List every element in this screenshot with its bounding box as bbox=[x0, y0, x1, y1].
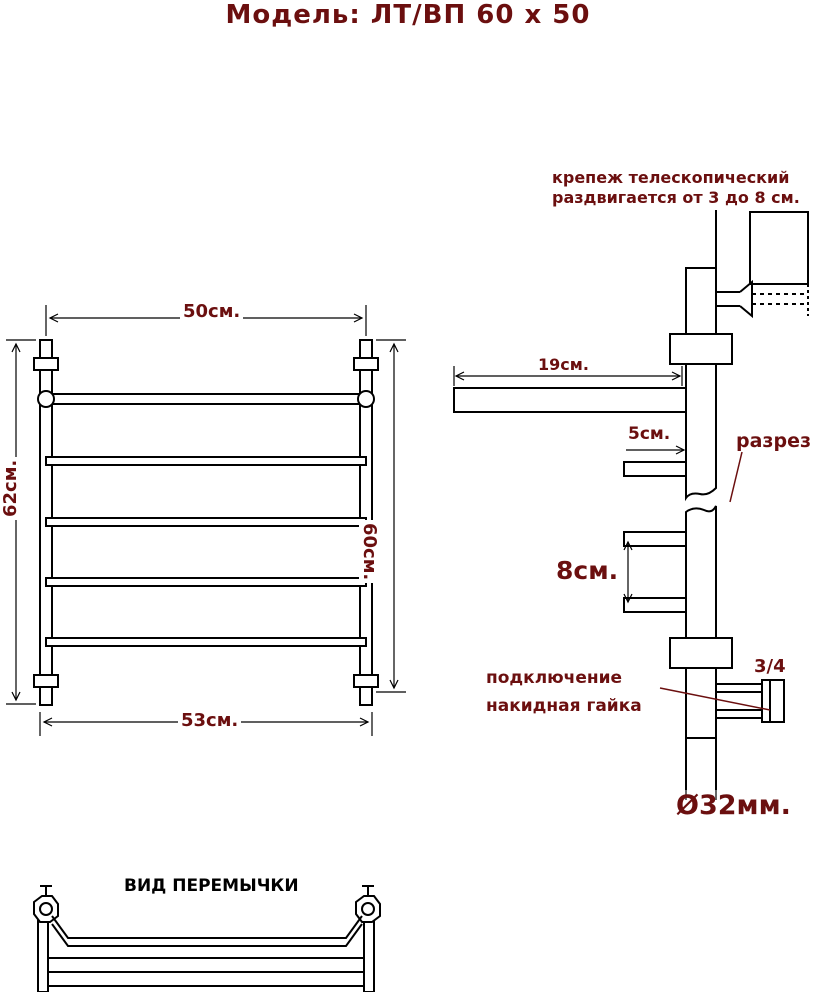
ball-joint-left bbox=[37, 390, 55, 408]
mount-note-line1: крепеж телескопический bbox=[552, 168, 790, 187]
bracket-br bbox=[353, 674, 379, 688]
bracket-tl bbox=[33, 357, 59, 371]
rung-side bbox=[623, 597, 687, 613]
short-bar bbox=[623, 461, 687, 477]
rung bbox=[45, 517, 367, 527]
dim-height-left: 62см. bbox=[0, 456, 21, 520]
rung-side bbox=[623, 531, 687, 547]
clamp-bottom bbox=[669, 637, 733, 669]
dim-height-right: 60см. bbox=[359, 520, 380, 584]
union-nut bbox=[761, 679, 785, 723]
rung bbox=[45, 637, 367, 647]
bridge-view bbox=[33, 885, 381, 992]
clamp-top bbox=[669, 333, 733, 365]
leaders bbox=[659, 451, 771, 711]
model-title: Модель: ЛТ/ВП 60 х 50 bbox=[225, 0, 591, 30]
dim-width-top: 50см. bbox=[180, 301, 244, 322]
front-view bbox=[33, 339, 379, 706]
dim-width-bottom: 53см. bbox=[178, 710, 242, 731]
shelf-bar bbox=[453, 387, 687, 413]
dim-bar-depth: 5см. bbox=[628, 424, 671, 444]
bridge-view-label: ВИД ПЕРЕМЫЧКИ bbox=[124, 876, 299, 896]
wall-mount bbox=[749, 211, 809, 285]
dim-shelf-depth: 19см. bbox=[536, 355, 591, 374]
side-view bbox=[453, 210, 809, 790]
bracket-bl bbox=[33, 674, 59, 688]
dim-diameter: Ø32мм. bbox=[676, 790, 791, 821]
thread-size: 3/4 bbox=[754, 656, 786, 677]
rung bbox=[45, 456, 367, 466]
rung bbox=[45, 577, 367, 587]
cut-label: разрез bbox=[736, 430, 811, 452]
connection-line2: накидная гайка bbox=[486, 696, 642, 716]
dim-spacing: 8см. bbox=[556, 556, 619, 585]
bracket-tr bbox=[353, 357, 379, 371]
ball-joint-right bbox=[357, 390, 375, 408]
mount-note-line2: раздвигается от 3 до 8 см. bbox=[552, 188, 800, 207]
top-bar bbox=[51, 393, 361, 405]
side-dimensions bbox=[453, 366, 717, 800]
connection-line1: подключение bbox=[486, 668, 623, 688]
